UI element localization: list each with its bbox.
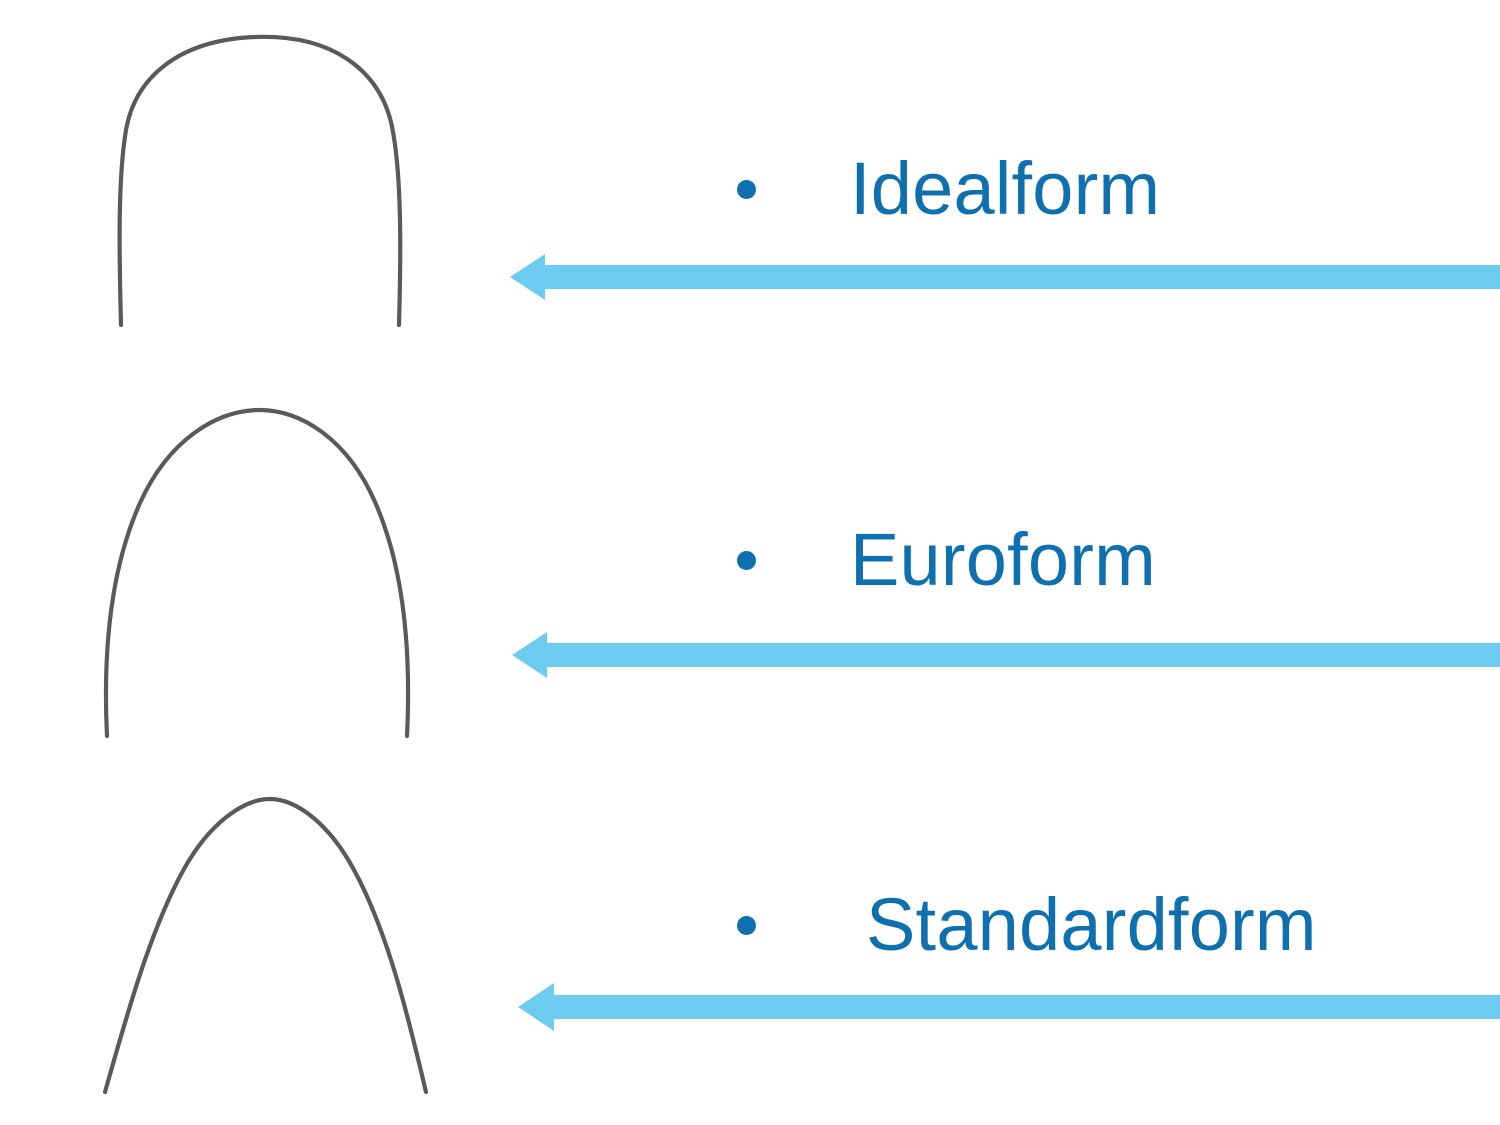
archwire-idealform-path <box>117 34 403 328</box>
bullet-item-idealform: Idealform <box>737 152 1160 226</box>
left-arrow-standardform <box>0 978 1500 1038</box>
bullet-dot-icon <box>737 179 756 199</box>
left-arrow-standardform-shape <box>518 983 1500 1031</box>
left-arrow-euroform <box>0 626 1500 686</box>
archwire-standardform-svg <box>102 796 429 1095</box>
left-arrow-idealform-svg <box>510 254 1500 300</box>
left-arrow-euroform-shape <box>512 632 1500 678</box>
bullet-label-standardform: Standardform <box>866 883 1317 966</box>
archwire-euroform-path <box>103 407 411 739</box>
bullet-item-euroform: Euroform <box>737 523 1156 597</box>
archwire-idealform-svg <box>117 34 403 328</box>
bullet-label-euroform: Euroform <box>850 518 1156 601</box>
left-arrow-euroform-svg <box>512 632 1500 678</box>
left-arrow-standardform-svg <box>518 983 1500 1031</box>
left-arrow-idealform <box>0 248 1500 308</box>
bullet-dot-icon <box>737 550 756 570</box>
archwire-standardform <box>78 780 478 1100</box>
bullet-label-idealform: Idealform <box>850 147 1161 230</box>
archwire-idealform <box>78 18 478 348</box>
bullet-item-standardform: Standardform <box>737 888 1317 962</box>
archwire-euroform <box>78 392 478 747</box>
archwire-standardform-path <box>102 796 429 1095</box>
left-arrow-idealform-shape <box>510 254 1500 300</box>
archwire-euroform-svg <box>103 407 411 739</box>
bullet-dot-icon <box>737 915 756 935</box>
